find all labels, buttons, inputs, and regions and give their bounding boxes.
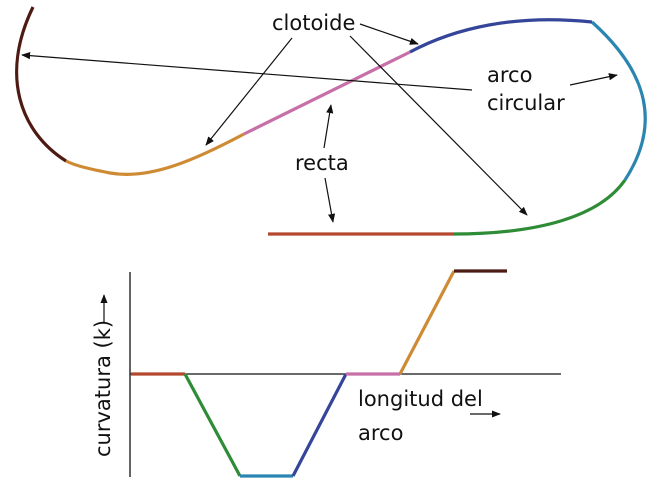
arrow-clotoide-to-navy (359, 23, 419, 45)
clothoid-segment-orange (65, 132, 245, 176)
curvature-graph (129, 269, 561, 478)
clothoid-segment-green (452, 179, 627, 236)
graph-clothoid-down (183, 373, 242, 477)
arrow-arco-to-brown (21, 52, 473, 91)
label-recta: recta (295, 151, 349, 175)
y-axis-label: curvatura (k) (91, 320, 115, 457)
label-arco-line2: circular (487, 91, 565, 115)
tangent-segment-pink (243, 50, 411, 136)
arrow-recta-to-pink (323, 104, 334, 149)
road-alignment (15, 6, 647, 236)
circular-arc-segment-teal (590, 20, 647, 181)
arrow-recta-to-bottom (324, 177, 336, 223)
x-axis-label-line1: longitud del (358, 387, 483, 411)
arrow-arco-to-teal (569, 73, 618, 86)
label-arco-line1: arco (487, 63, 532, 87)
label-clotoide: clotoide (272, 11, 355, 35)
circular-arc-segment-brown (15, 6, 67, 163)
arrow-clotoide-to-orange (205, 37, 293, 146)
graph-clothoid-up (291, 373, 348, 477)
clothoid-segment-navy (409, 18, 593, 54)
pointer-arrows (21, 23, 618, 223)
arrow-clotoide-to-green (349, 35, 528, 216)
graph-clothoid-rise (398, 270, 456, 375)
x-axis-label-line2: arco (358, 421, 403, 445)
